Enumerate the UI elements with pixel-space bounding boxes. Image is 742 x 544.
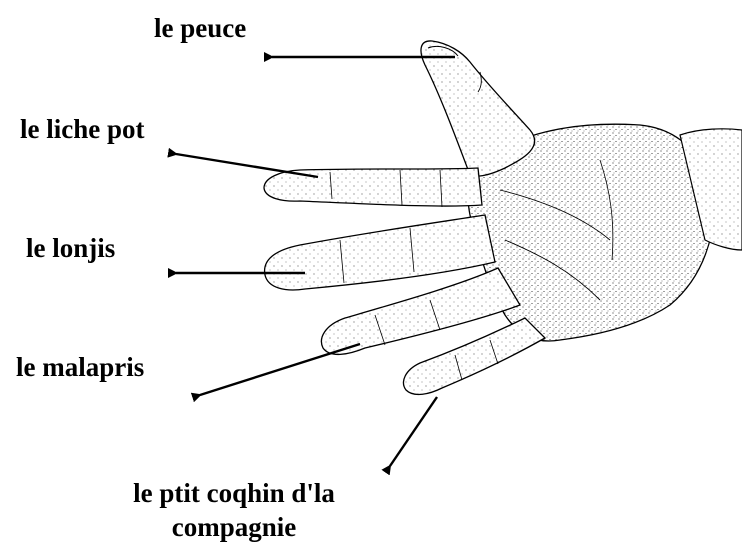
label-thumb: le peuce [154, 12, 246, 44]
arrow-index [176, 154, 318, 177]
arrow-pinky [390, 397, 437, 466]
label-index: le liche pot [20, 113, 144, 145]
label-pinky: le ptit coqhin d'la compagnie [104, 476, 364, 544]
arrow-ring [200, 344, 360, 395]
thumb [421, 41, 535, 176]
label-middle: le lonjis [26, 232, 115, 264]
label-ring: le malapris [16, 351, 144, 383]
middle-finger [265, 215, 495, 290]
